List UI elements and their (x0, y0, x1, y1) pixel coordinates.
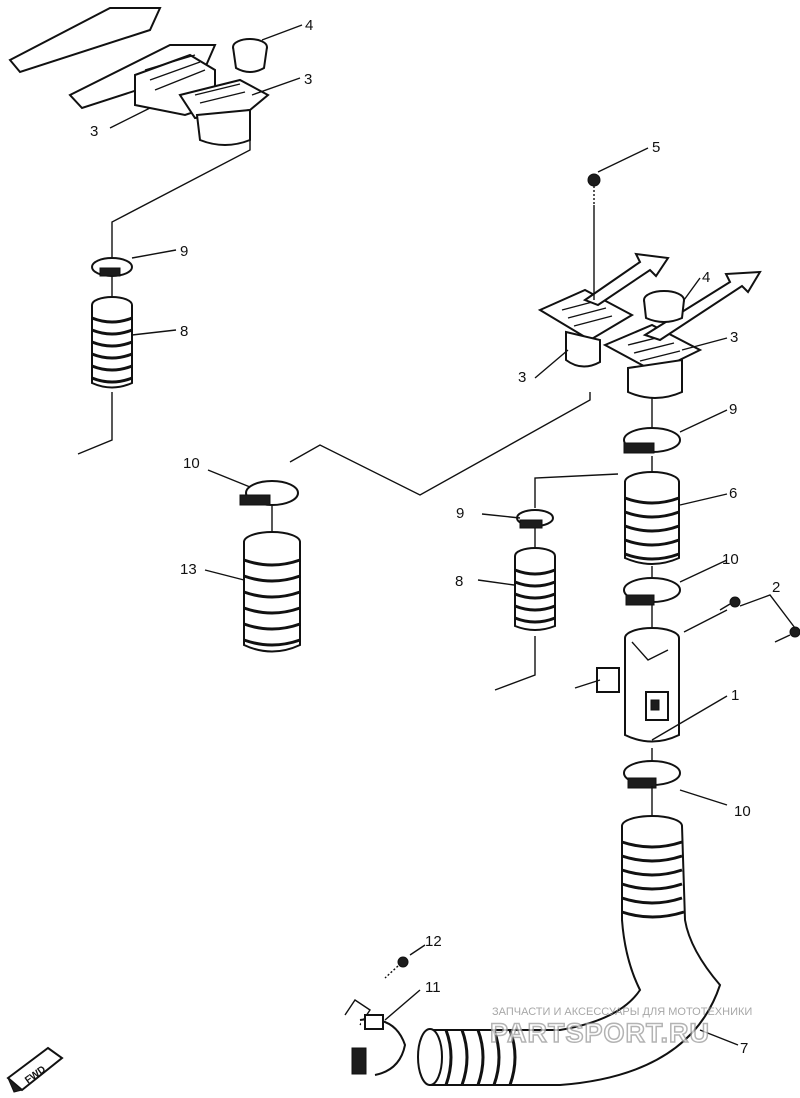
callout-3-right-left: 3 (518, 369, 526, 386)
callout-10-left: 10 (183, 455, 200, 472)
screw-12 (384, 956, 409, 979)
watermark-tagline: ЗАПЧАСТИ И АКСЕССУАРЫ ДЛЯ МОТОТЕХНИКИ (492, 1006, 752, 1018)
callout-10-right-upper: 10 (722, 551, 739, 568)
callout-12: 12 (425, 933, 442, 950)
airflow-arrow-left (582, 252, 670, 307)
cap-body-top-left (232, 46, 268, 73)
connector-lines (77, 24, 796, 1046)
callout-9-right: 9 (729, 401, 737, 418)
callout-2: 2 (772, 579, 780, 596)
watermark-logo: PARTSPORT.RU (490, 1018, 710, 1048)
clamp-9-top-left (91, 257, 133, 277)
callout-4-right: 4 (702, 269, 710, 286)
duct-body-right (195, 108, 251, 146)
callout-8-left: 8 (180, 323, 188, 340)
hose-7 (417, 815, 722, 1086)
screw-2-upper (729, 596, 741, 608)
cap-body-right (643, 299, 685, 323)
callout-6: 6 (729, 485, 737, 502)
watermark: ЗАПЧАСТИ И АКСЕССУАРЫ ДЛЯ МОТОТЕХНИКИ PA… (489, 1006, 752, 1049)
duct-strip-left (8, 7, 162, 74)
duct-body-left-r (565, 330, 601, 368)
callout-3-right: 3 (730, 329, 738, 346)
callout-5: 5 (652, 139, 660, 156)
top-left-duct-assembly (8, 7, 270, 146)
callout-11: 11 (425, 979, 441, 996)
clamp-10-right-upper (623, 577, 681, 606)
tube-bracket-left (596, 667, 620, 693)
clamp-9-middle (516, 509, 554, 529)
duct-flange-right (178, 78, 270, 120)
callout-7: 7 (740, 1040, 748, 1057)
tube-1 (596, 627, 680, 743)
callout-9-middle: 9 (456, 505, 464, 522)
clamp-9-right (623, 427, 681, 454)
clamp-10-right-lower (623, 760, 681, 789)
callout-1: 1 (731, 687, 739, 704)
duct-flange-left-r (537, 288, 635, 342)
callout-9-top-left: 9 (180, 243, 188, 260)
duct-body-right-r (627, 358, 683, 399)
airflow-arrow-right (642, 270, 762, 342)
callout-13: 13 (180, 561, 197, 578)
bellows-8-left (91, 296, 133, 389)
callout-4-top: 4 (305, 17, 313, 34)
clamp-10-left (239, 480, 299, 506)
callout-labels: 4 3 3 9 8 5 4 3 3 9 6 10 2 1 10 10 9 8 1… (90, 17, 780, 1057)
callout-3-top-right: 3 (304, 71, 312, 88)
callout-3-top-left: 3 (90, 123, 98, 140)
duct-grille-left (144, 54, 206, 91)
fwd-direction-badge: FWD (6, 1046, 64, 1093)
right-duct-assembly (537, 173, 762, 399)
bellows-13 (243, 531, 301, 653)
bracket-11 (344, 999, 407, 1076)
screw-5 (587, 173, 601, 187)
callout-10-right-lower: 10 (734, 803, 751, 820)
duct-grille-right (194, 83, 246, 104)
bellows-8-middle (514, 547, 556, 631)
callout-8-middle: 8 (455, 573, 463, 590)
screw-2-lower (789, 626, 800, 638)
bellows-6 (624, 471, 680, 565)
